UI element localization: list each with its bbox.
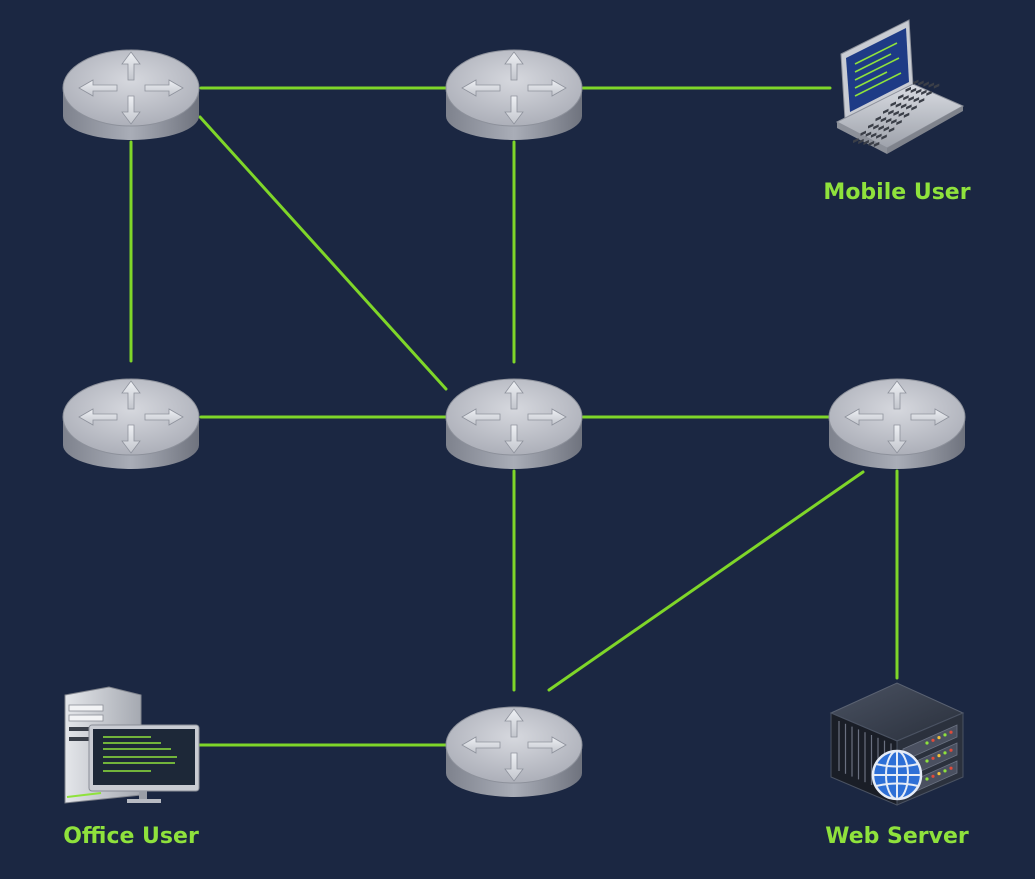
mobile-label: Mobile User	[823, 180, 970, 205]
router-icon	[445, 49, 583, 141]
router-icon	[62, 378, 200, 470]
office-label: Office User	[63, 824, 199, 849]
router-icon	[445, 706, 583, 798]
link-r5-r6	[547, 470, 865, 692]
web-server-icon	[829, 682, 965, 806]
router-icon	[445, 378, 583, 470]
nodes-layer	[62, 19, 966, 806]
desktop-computer-icon	[64, 686, 200, 804]
link-r1-r4	[198, 115, 448, 391]
router-icon	[62, 49, 200, 141]
router-icon	[828, 378, 966, 470]
laptop-icon	[835, 19, 965, 154]
links-layer	[129, 86, 899, 747]
globe-icon	[871, 749, 923, 801]
server-label: Web Server	[825, 824, 969, 849]
